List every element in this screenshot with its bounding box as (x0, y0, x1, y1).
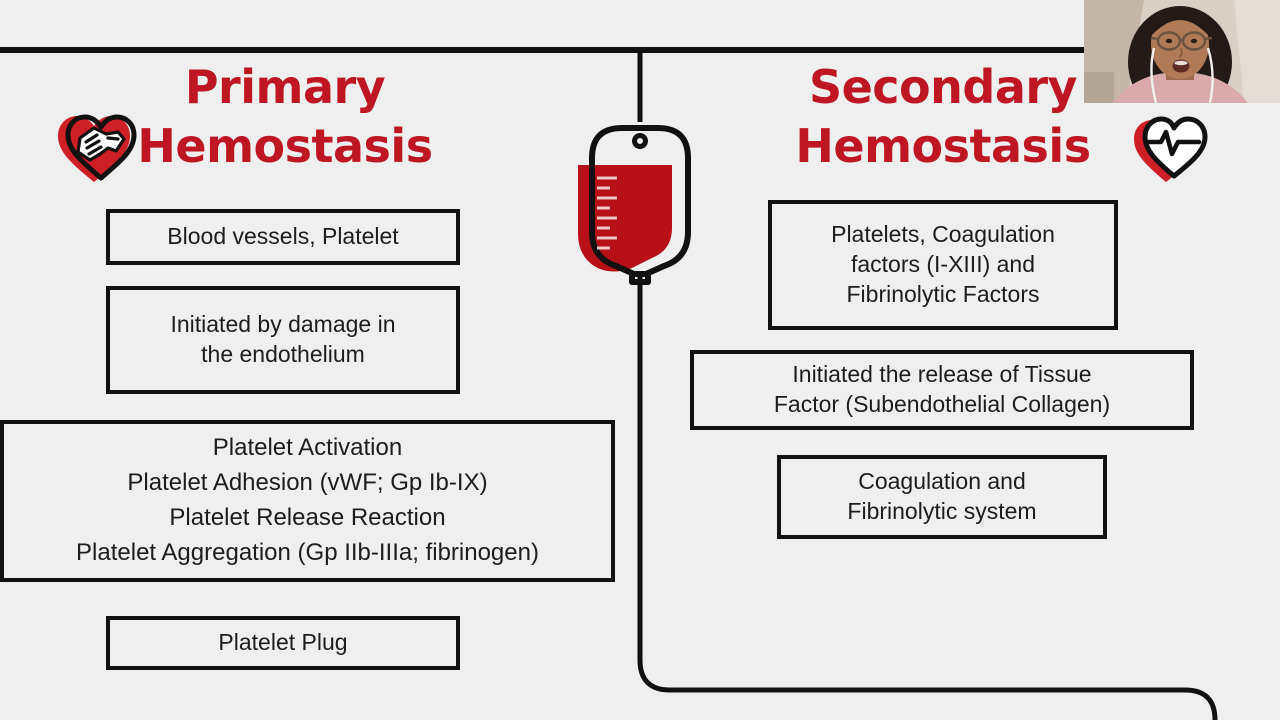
list-item: Blood vessels, Platelet (106, 209, 460, 265)
presenter-video-thumbnail[interactable] (1084, 0, 1280, 103)
list-item: Initiated the release of Tissue Factor (… (690, 350, 1194, 430)
list-item: Platelets, Coagulation factors (I-XIII) … (768, 200, 1118, 330)
heart-handshake-icon (56, 108, 140, 188)
list-item: Initiated by damage in the endothelium (106, 286, 460, 394)
list-item: Coagulation and Fibrinolytic system (777, 455, 1107, 539)
list-item: Platelet Plug (106, 616, 460, 670)
page-title-primary-hemostasis: Primary Hemostasis (137, 60, 433, 173)
blood-bag-icon (560, 100, 720, 300)
heart-pulse-icon (1133, 112, 1211, 186)
list-item: Platelet Activation Platelet Adhesion (v… (0, 420, 615, 582)
page-title-secondary-hemostasis: Secondary Hemostasis (795, 60, 1091, 173)
